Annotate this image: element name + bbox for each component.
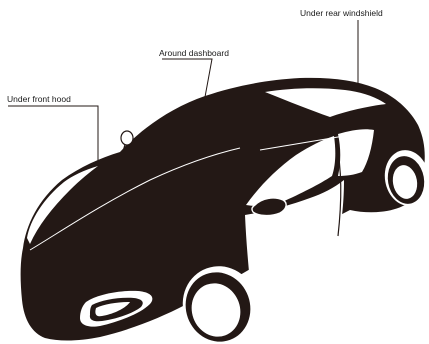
label-rear-windshield: Under rear windshield xyxy=(300,8,383,18)
label-front-hood: Under front hood xyxy=(7,94,71,104)
leader-line-front-hood xyxy=(8,106,98,164)
leader-line-dashboard xyxy=(162,59,212,97)
label-dashboard: Around dashboard xyxy=(159,48,229,58)
hood-antenna-icon xyxy=(121,131,133,145)
